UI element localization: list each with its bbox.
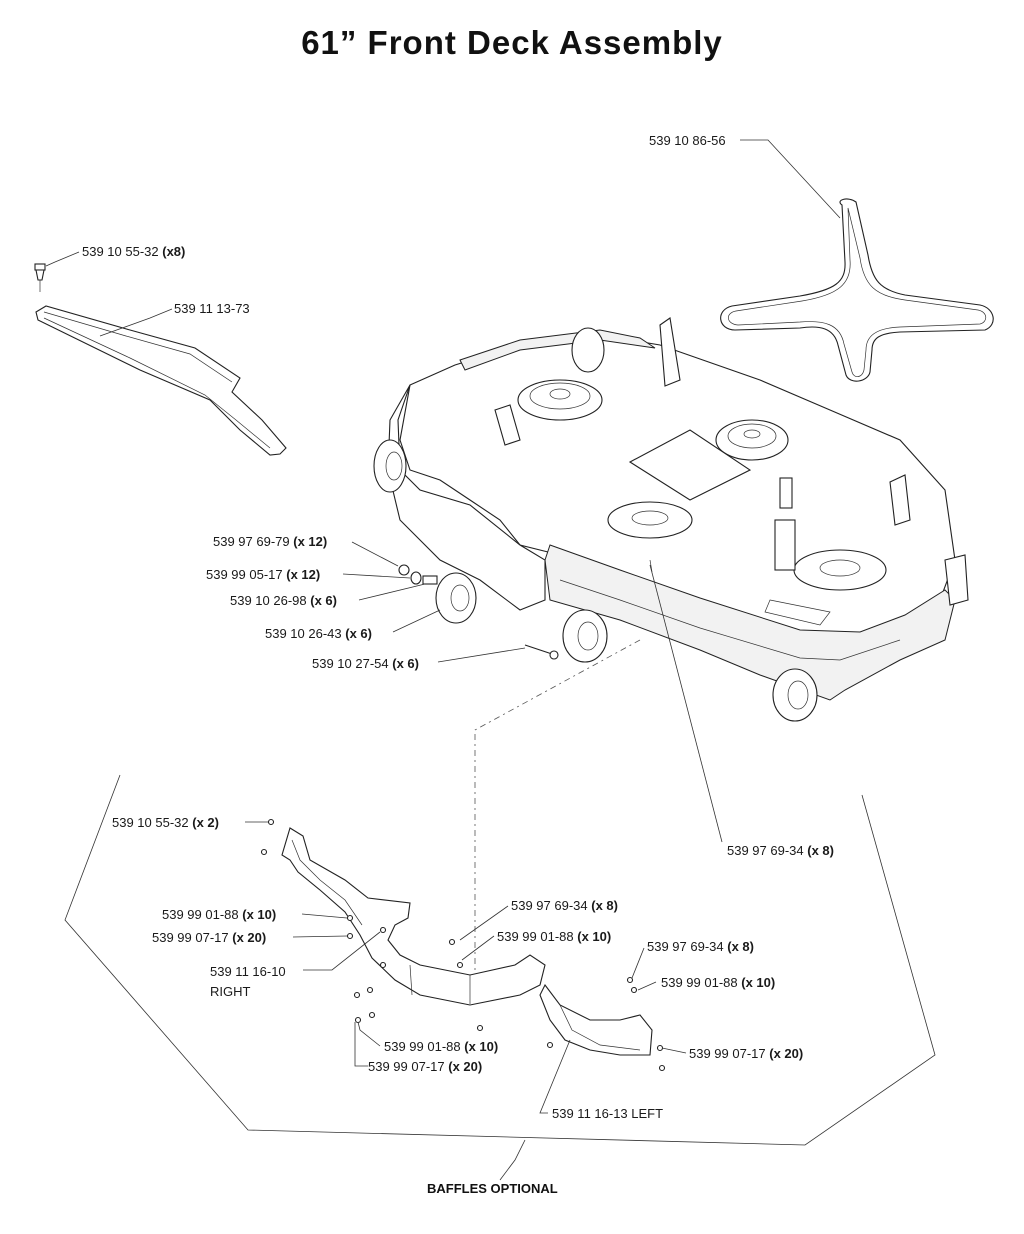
deflector-drawing [35,305,287,456]
label-baffle-washer-10-right: 539 99 01-88 (x 10) [661,975,775,990]
label-baffle-left: 539 11 16-13 LEFT [552,1106,663,1121]
knob-top-drawing [34,263,46,292]
baffle-left-drawing [539,983,653,1056]
label-belt: 539 10 86-56 [649,133,726,148]
belt-drawing [720,198,994,382]
label-knob-top: 539 10 55-32 (x8) [82,244,185,259]
label-knob-baffle: 539 10 55-32 (x 2) [112,815,219,830]
label-baffle-washer-10-bottom: 539 99 01-88 (x 10) [384,1039,498,1054]
label-baffle-washer-10-center: 539 99 01-88 (x 10) [497,929,611,944]
page-title: 61” Front Deck Assembly [301,24,723,61]
label-wheel-6: 539 10 26-43 (x 6) [265,626,372,641]
label-nut-8-deck: 539 97 69-34 (x 8) [727,843,834,858]
label-baffle-bolt-20-bottom: 539 99 07-17 (x 20) [368,1059,482,1074]
label-bolt-6: 539 10 27-54 (x 6) [312,656,419,671]
label-baffle-nut-8-center: 539 97 69-34 (x 8) [511,898,618,913]
label-baffle-washer-10-left: 539 99 01-88 (x 10) [162,907,276,922]
label-nut-12: 539 97 69-79 (x 12) [213,534,327,549]
deck-drawing [373,317,969,722]
label-baffle-bolt-20-right: 539 99 07-17 (x 20) [689,1046,803,1061]
label-baffle-bolt-20-left: 539 99 07-17 (x 20) [152,930,266,945]
label-baffle-right-part: 539 11 16-10 [210,964,286,979]
footer-baffles-optional: BAFFLES OPTIONAL [427,1181,558,1196]
label-baffle-right-side: RIGHT [210,984,251,999]
baffle-right-drawing [281,827,546,1006]
baffle-hardware-drawing [260,818,666,1072]
label-deflector: 539 11 13-73 [174,301,250,316]
exploded-wheel-drawing [398,559,653,660]
label-baffle-nut-8-right: 539 97 69-34 (x 8) [647,939,754,954]
label-washer-12: 539 99 05-17 (x 12) [206,567,320,582]
label-spacer-6: 539 10 26-98 (x 6) [230,593,337,608]
